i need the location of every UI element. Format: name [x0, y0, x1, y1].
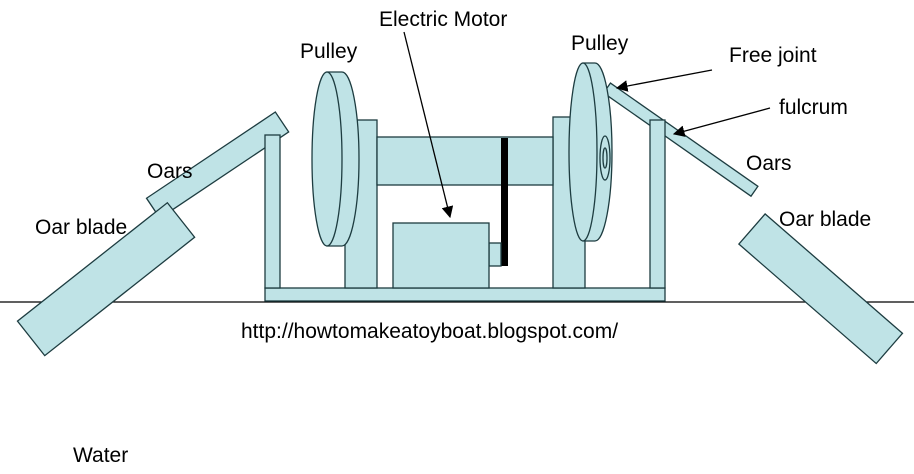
electric-motor — [392, 222, 502, 289]
free-joint-arrow — [615, 69, 713, 92]
left-fulcrum-post — [264, 134, 281, 289]
right-oar-blade-label: Oar blade — [779, 208, 871, 231]
axle — [376, 136, 554, 186]
left-oar — [16, 111, 290, 357]
motor-shaft — [488, 242, 502, 267]
fulcrum-arrow — [672, 107, 771, 137]
drive-belt — [501, 138, 508, 266]
left-oar-shaft — [145, 111, 290, 220]
source-url: http://howtomakeatoyboat.blogspot.com/ — [241, 320, 618, 343]
right-oars-label: Oars — [746, 152, 792, 175]
left-oar-blade — [16, 201, 196, 357]
right-oar-shaft — [602, 82, 759, 198]
right-pulley — [568, 62, 613, 242]
free-joint-label: Free joint — [729, 44, 817, 67]
left-oars-label: Oars — [147, 160, 193, 183]
motor-arrow — [403, 31, 454, 219]
frame-base — [264, 287, 666, 302]
left-pulley — [311, 71, 360, 247]
motor-body — [392, 222, 490, 289]
right-oar-blade — [737, 212, 904, 365]
left-oar-blade-label: Oar blade — [35, 216, 127, 239]
right-pulley-label: Pulley — [571, 32, 629, 55]
electric-motor-label: Electric Motor — [379, 8, 507, 31]
right-fulcrum-post — [649, 119, 666, 289]
water-label: Water — [73, 444, 128, 467]
right-oar — [602, 82, 904, 365]
fulcrum-label: fulcrum — [779, 96, 848, 119]
left-pulley-label: Pulley — [300, 40, 358, 63]
